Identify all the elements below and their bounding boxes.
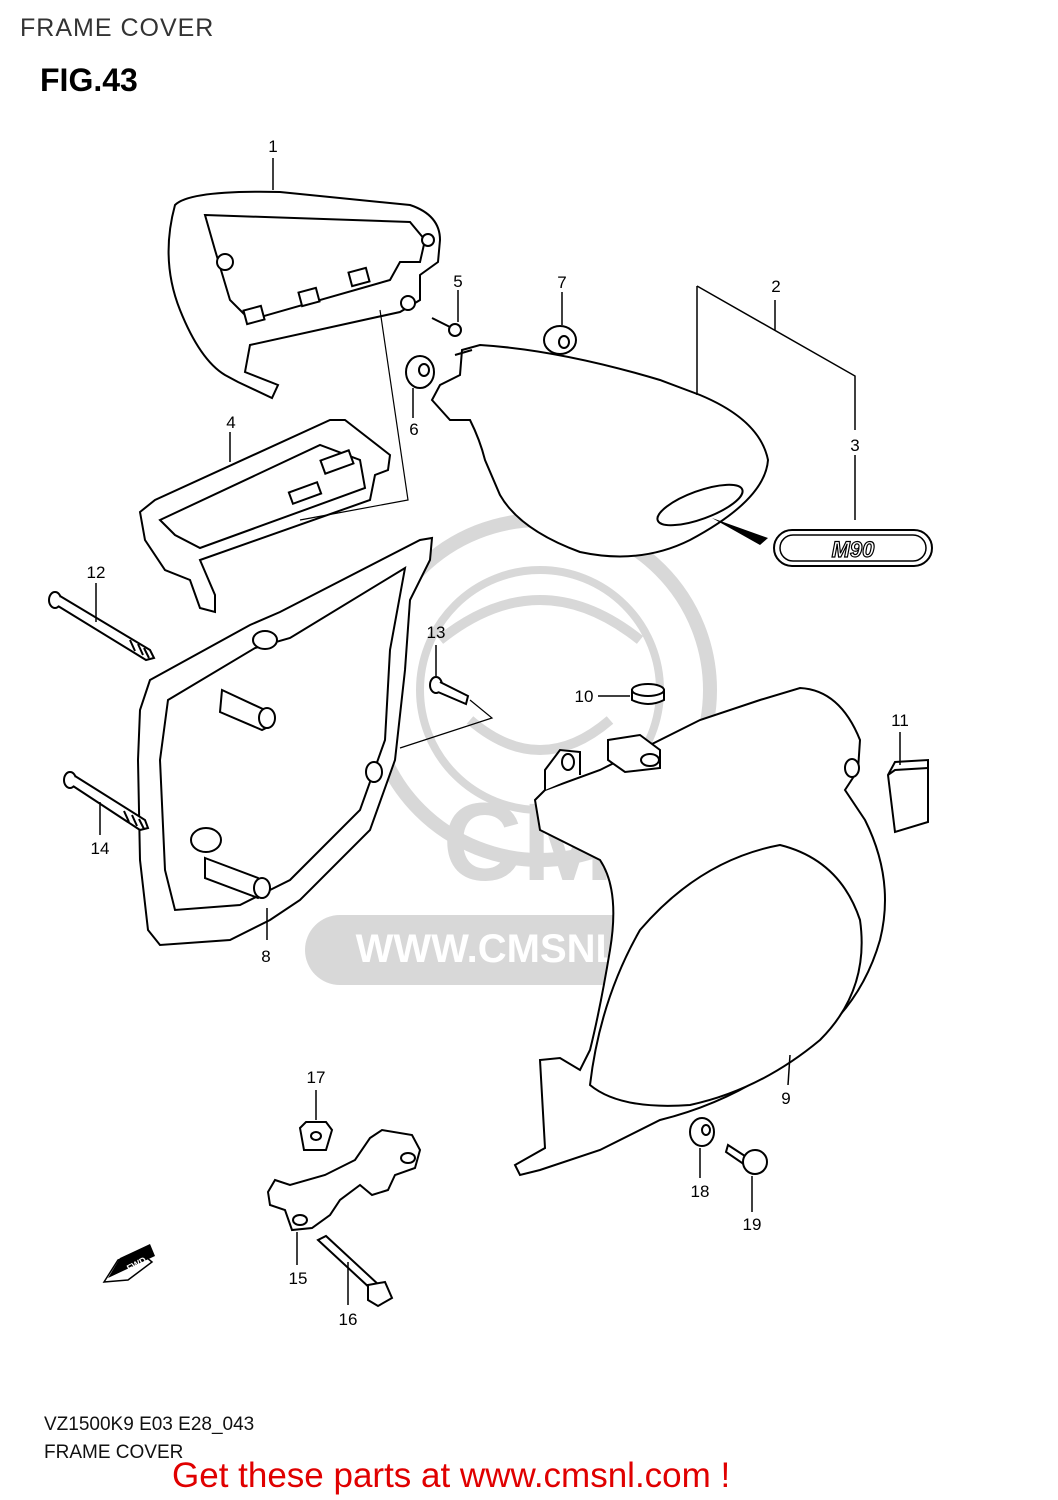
- part-16-bolt: [316, 1234, 394, 1308]
- callout-2: 2: [771, 277, 780, 296]
- callout-4: 4: [226, 413, 235, 432]
- page-header-title: FRAME COVER: [20, 14, 215, 42]
- emblem-text: M90: [832, 537, 876, 562]
- dashed-guide-1: [299, 309, 409, 521]
- part-15-bracket: [266, 1128, 422, 1232]
- callout-10: 10: [575, 687, 594, 706]
- callout-5: 5: [453, 272, 462, 291]
- fwd-arrow-icon: [102, 1244, 155, 1283]
- leader-line-9: [787, 1054, 791, 1086]
- part-1-frame-cover-upper: [167, 190, 442, 400]
- part-18-grommet: [689, 1117, 715, 1147]
- footer-model-code: VZ1500K9 E03 E28_043: [44, 1414, 255, 1435]
- callout-1: 1: [268, 137, 277, 156]
- callout-9: 9: [781, 1089, 790, 1108]
- part-14-bolt: [63, 771, 150, 832]
- emblem-pointer: [712, 518, 768, 545]
- part-12-bolt: [48, 591, 156, 662]
- callout-12: 12: [87, 563, 106, 582]
- footer-title: FRAME COVER: [44, 1442, 184, 1463]
- callout-3: 3: [850, 436, 859, 455]
- dashed-guide-2: [399, 699, 494, 749]
- cta-link[interactable]: Get these parts at www.cmsnl.com !: [172, 1456, 731, 1495]
- callout-16: 16: [339, 1310, 358, 1329]
- part-19-screw: [724, 1143, 768, 1175]
- part-17-nut: [298, 1121, 334, 1151]
- callout-15: 15: [289, 1269, 308, 1288]
- callout-18: 18: [691, 1182, 710, 1201]
- part-2-side-cover: [430, 343, 770, 558]
- part-5-screw: [431, 317, 462, 337]
- part-4-bracket: [138, 419, 392, 614]
- callout-13: 13: [427, 623, 446, 642]
- part-11-pad: [886, 758, 929, 834]
- part-3-emblem: [773, 529, 933, 567]
- callout-6: 6: [409, 420, 418, 439]
- part-13-screw: [429, 676, 470, 706]
- leader-line-2b: [696, 285, 856, 430]
- part-6-grommet: [405, 355, 435, 389]
- callout-19: 19: [743, 1215, 762, 1234]
- figure-label: FIG.43: [40, 62, 138, 98]
- part-7-grommet: [543, 325, 577, 355]
- part-10-grommet: [631, 683, 665, 705]
- part-8-frame-cover-lower: [136, 536, 434, 947]
- callout-14: 14: [91, 839, 110, 858]
- callout-17: 17: [307, 1068, 326, 1087]
- callout-8: 8: [261, 947, 270, 966]
- part-9-frame-cover-large: [513, 686, 886, 1177]
- callout-7: 7: [557, 273, 566, 292]
- callout-11: 11: [891, 711, 909, 730]
